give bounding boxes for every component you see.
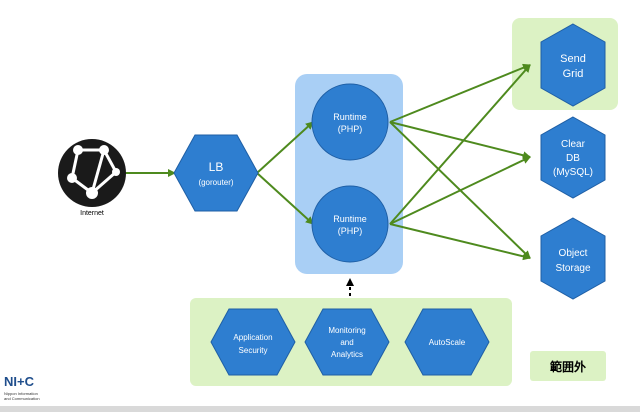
monitoring-label-line2: and (340, 338, 353, 347)
app-security-label-line2: Security (239, 346, 268, 355)
runtime-node-1: Runtime (PHP) (311, 83, 389, 161)
runtime-1-label: Runtime (333, 112, 367, 122)
runtime-node-2: Runtime (PHP) (311, 185, 389, 263)
addon-monitoring-analytics: Monitoring and Analytics (304, 308, 390, 376)
monitoring-label-line1: Monitoring (328, 326, 365, 335)
nic-logo-line2: and Communication (4, 396, 40, 401)
addon-application-security: Application Security (210, 308, 296, 376)
monitoring-label-line3: Analytics (331, 350, 363, 359)
arrow-runtime-2-to-sendgrid (389, 64, 531, 225)
app-security-label-line1: Application (233, 333, 272, 342)
service-object-storage: Object Storage (540, 217, 606, 300)
addon-autoscale: AutoScale (404, 308, 490, 376)
footer-bar (0, 406, 640, 412)
arrow-runtime-1-to-sendgrid (389, 63, 531, 123)
object-storage-label-line1: Object (559, 248, 588, 259)
connectors (124, 63, 531, 261)
arrow-lb-to-runtime-2 (256, 172, 314, 225)
send-grid-label-line2: Grid (563, 68, 584, 80)
nic-logo: NI+C Nippon Information and Communicatio… (4, 374, 40, 401)
out-of-scope-label: 範囲外 (550, 359, 586, 374)
object-storage-label-line2: Storage (555, 263, 590, 274)
lb-label: LB (209, 160, 224, 174)
lb-node: LB (gorouter) (173, 134, 259, 212)
clear-db-label-line2: DB (566, 153, 580, 164)
addons-to-runtime-arrow (346, 278, 354, 296)
runtime-2-label: Runtime (333, 214, 367, 224)
nic-logo-mark: NI+C (4, 374, 35, 389)
send-grid-label-line1: Send (560, 53, 586, 65)
globe-network-icon (58, 139, 126, 207)
runtime-2-sublabel: (PHP) (338, 226, 363, 236)
arrow-runtime-2-to-cleardb (389, 156, 531, 225)
arrow-lb-to-runtime-1 (256, 121, 314, 174)
clear-db-label-line3: (MySQL) (553, 167, 593, 178)
arrow-runtime-2-to-storage (389, 223, 531, 261)
runtime-1-sublabel: (PHP) (338, 124, 363, 134)
out-of-scope-panel (530, 351, 606, 381)
autoscale-label: AutoScale (429, 338, 466, 347)
lb-sublabel: (gorouter) (198, 178, 233, 187)
nic-logo-line1: Nippon Information (4, 391, 38, 396)
clear-db-label-line1: Clear (561, 139, 586, 150)
internet-label: Internet (80, 210, 104, 217)
service-send-grid: Send Grid (540, 23, 606, 107)
arrow-runtime-1-to-cleardb (389, 121, 531, 160)
service-clear-db: Clear DB (MySQL) (540, 116, 606, 199)
